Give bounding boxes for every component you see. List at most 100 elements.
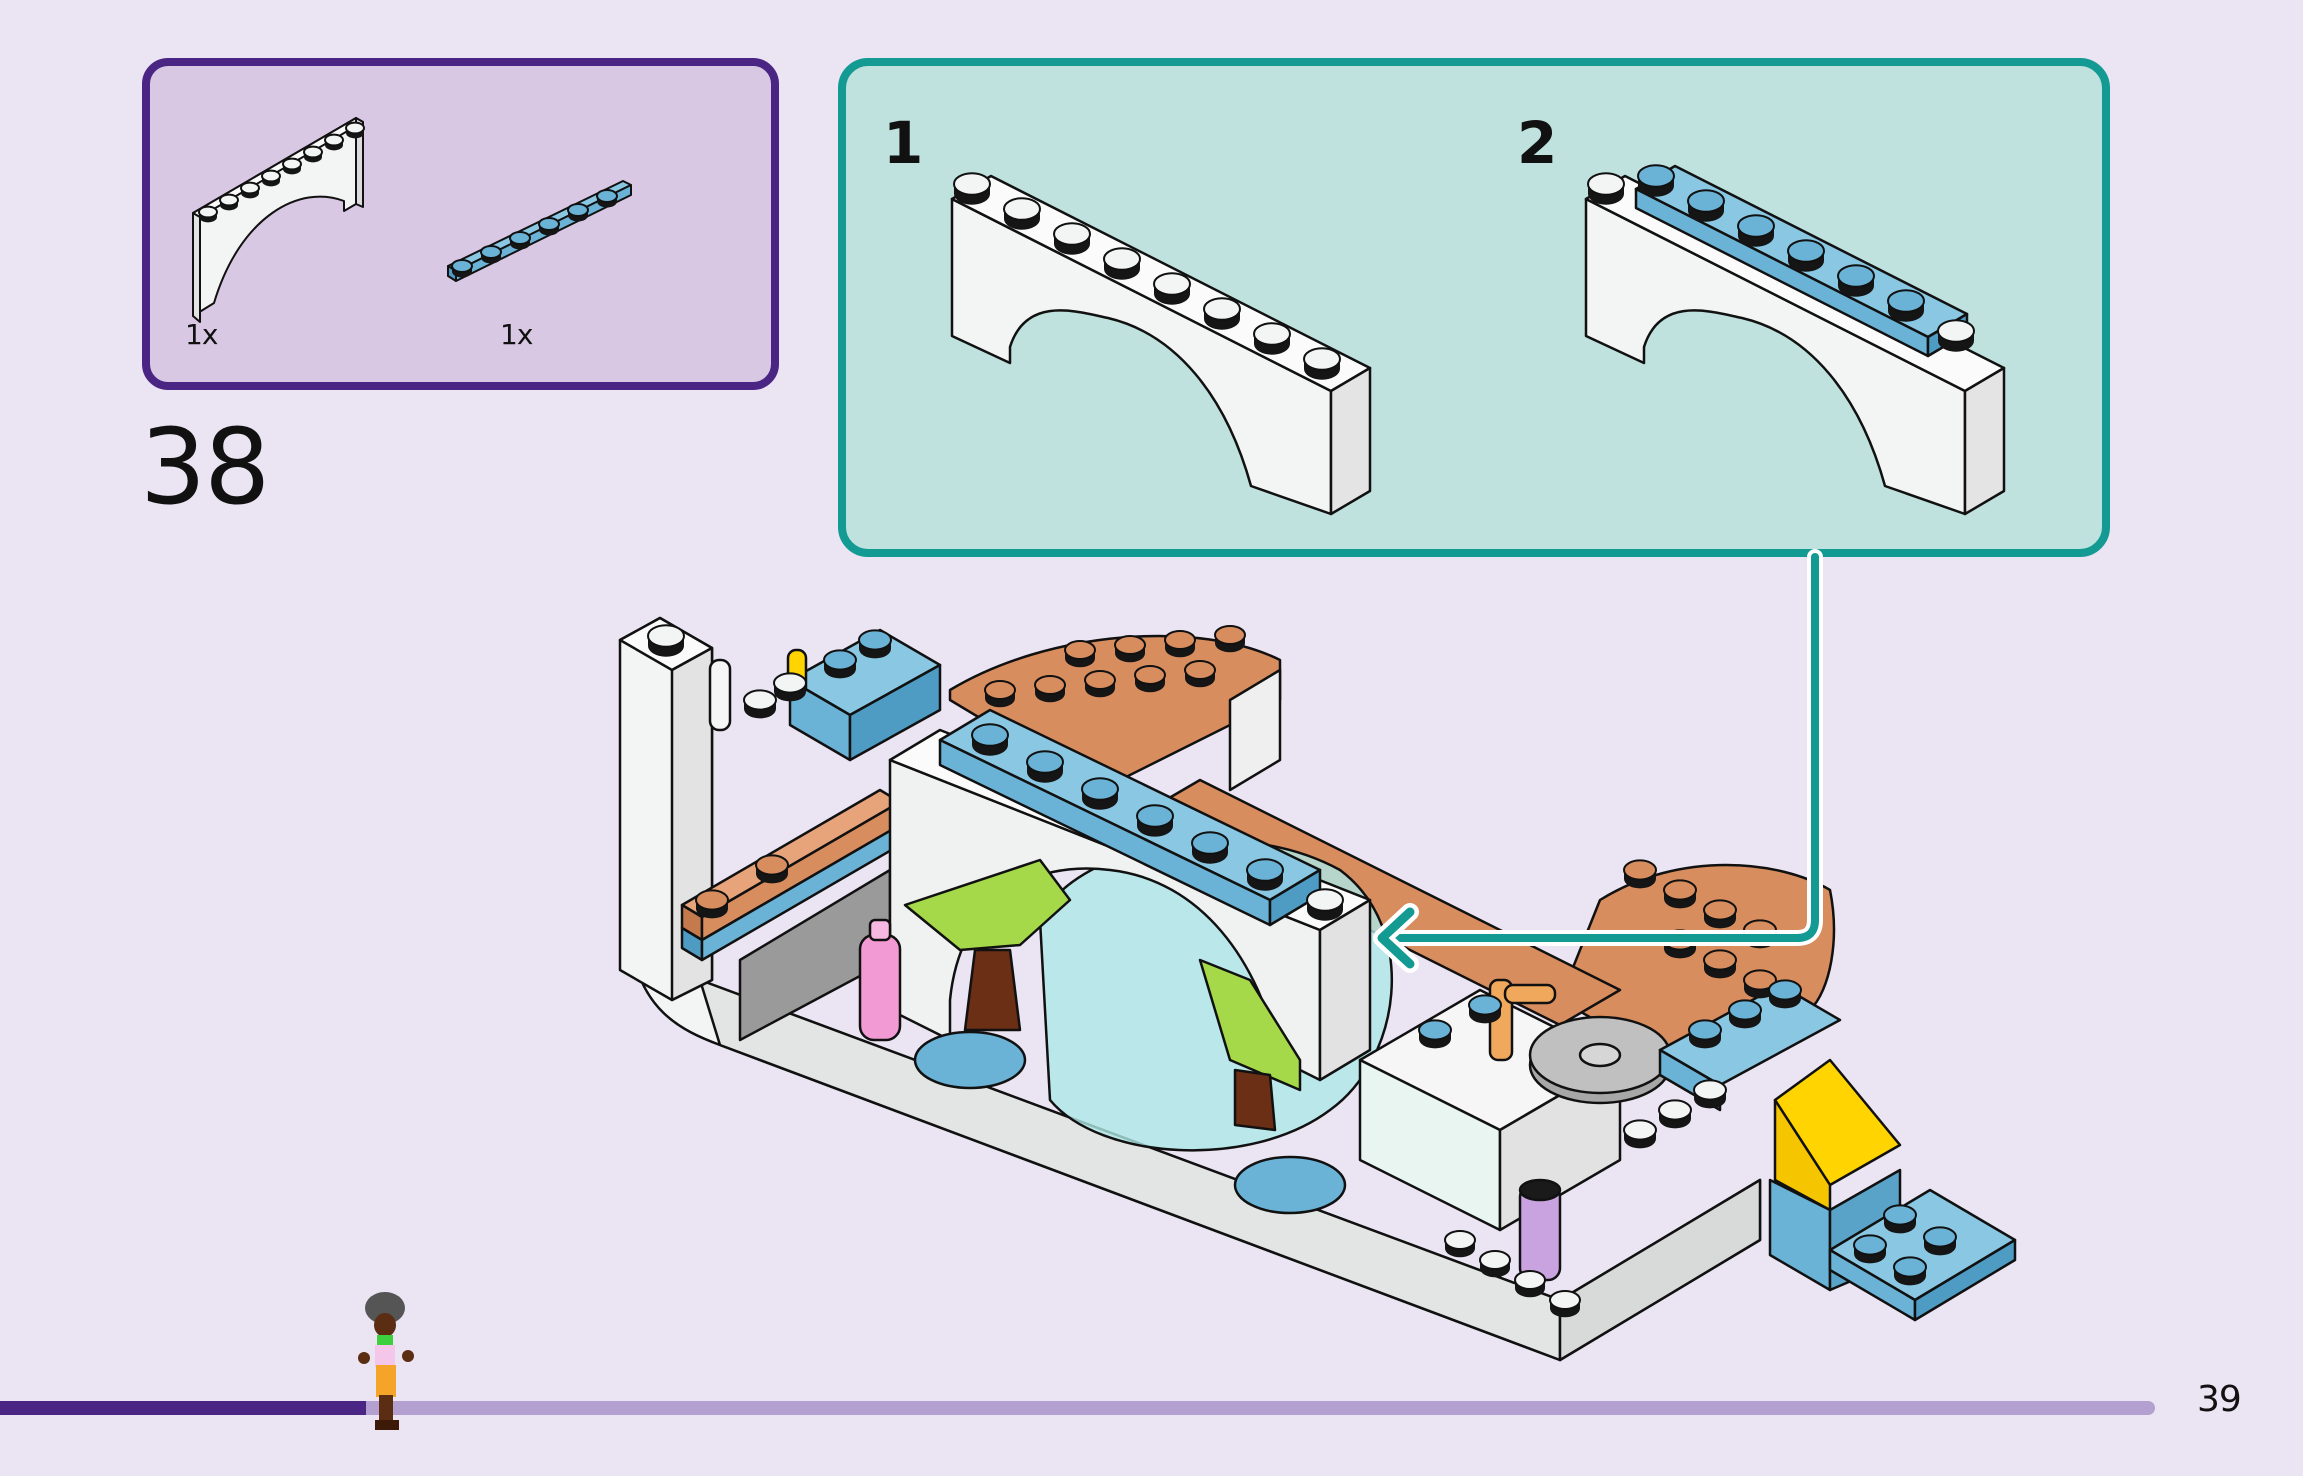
stud	[1084, 670, 1116, 698]
stud	[1064, 640, 1096, 668]
plate-stud	[1887, 289, 1925, 322]
arch-stud	[303, 145, 323, 163]
arch-stud	[1203, 297, 1241, 330]
plate-stud	[1737, 214, 1775, 247]
sub-step-label-2: 2	[1517, 109, 1558, 177]
arch-stud	[1253, 322, 1291, 355]
stud	[1246, 858, 1284, 891]
plate-stud	[596, 189, 618, 208]
stud	[1034, 675, 1066, 703]
stud	[743, 689, 777, 719]
stud	[1728, 999, 1762, 1029]
plate-stud	[1837, 264, 1875, 297]
stud	[1688, 1019, 1722, 1049]
stud	[1444, 1230, 1476, 1258]
plate-stud	[567, 203, 589, 222]
arch-stud	[219, 193, 239, 211]
progress-fill	[0, 1401, 367, 1415]
stud	[858, 629, 892, 659]
arch-stud	[1937, 319, 1975, 352]
white-bar	[708, 658, 732, 732]
blue-round-base-right	[1233, 1155, 1347, 1215]
arch-stud	[345, 121, 365, 139]
stud	[695, 889, 729, 919]
yellow-slope	[1773, 1058, 1902, 1212]
stud	[1468, 994, 1502, 1024]
stud	[1191, 831, 1229, 864]
plate-stud	[1687, 189, 1725, 222]
stud	[1136, 804, 1174, 837]
stud	[1134, 665, 1166, 693]
arrow-left-icon	[1373, 903, 1419, 973]
progress-bar	[0, 1401, 2155, 1415]
stud	[647, 624, 685, 657]
lime-plant-left	[903, 858, 1072, 1032]
arch-stud	[261, 169, 281, 187]
arch-stud	[1303, 347, 1341, 380]
stud	[1663, 879, 1697, 909]
arch-stud	[1153, 272, 1191, 305]
arch-stud	[240, 181, 260, 199]
arch-stud	[953, 172, 991, 205]
step-number: 38	[140, 406, 270, 528]
stud	[1658, 1099, 1692, 1129]
part-quantity-plate: 1x	[500, 318, 533, 351]
plate-stud	[538, 217, 560, 236]
stud	[1703, 899, 1737, 929]
stud	[1693, 1079, 1727, 1109]
stud	[1114, 635, 1146, 663]
stud	[1214, 625, 1246, 653]
stud	[1081, 777, 1119, 810]
blue-brick-back	[788, 628, 942, 762]
part-white-arch-studs	[198, 121, 365, 223]
blue-plate-right	[1828, 1188, 2017, 1322]
minifigure-icon	[358, 1292, 414, 1430]
stud	[1743, 969, 1777, 999]
sub-step-2-studs	[1587, 164, 1975, 352]
stud	[1623, 859, 1657, 889]
arch-stud	[1053, 222, 1091, 255]
stud	[1184, 660, 1216, 688]
sub-step-label-1: 1	[883, 109, 924, 177]
stud	[1026, 750, 1064, 783]
gray-turntable	[1528, 1015, 1672, 1105]
plate-stud	[1787, 239, 1825, 272]
stud	[1514, 1270, 1546, 1298]
tan-plate-left	[680, 788, 902, 962]
page-number: 39	[2197, 1379, 2242, 1420]
arch-stud	[198, 205, 218, 223]
plate-stud	[480, 245, 502, 264]
lime-plant-right	[1198, 958, 1302, 1132]
plate-stud	[1637, 164, 1675, 197]
part-white-arch	[192, 117, 364, 323]
stud	[773, 672, 807, 702]
part-quantity-arch: 1x	[185, 318, 218, 351]
callout-connector	[1377, 549, 1823, 946]
stud	[1479, 1250, 1511, 1278]
arch-stud	[1003, 197, 1041, 230]
plate-stud	[451, 259, 473, 278]
plate-stud	[509, 231, 531, 250]
sub-step-box: 1 2	[838, 58, 2110, 557]
part-blue-plate-studs	[451, 189, 618, 278]
blue-round-base-left	[913, 1030, 1027, 1090]
arch-stud	[324, 133, 344, 151]
stud	[1549, 1290, 1581, 1318]
stud	[1768, 979, 1802, 1009]
stud	[984, 680, 1016, 708]
stud	[1164, 630, 1196, 658]
parts-list-box: 1x 1x	[142, 58, 779, 390]
stud	[1853, 1234, 1887, 1264]
stud	[1306, 888, 1344, 921]
stud	[823, 649, 857, 679]
arch-stud	[1587, 172, 1625, 205]
stud	[1623, 1119, 1657, 1149]
stud	[1883, 1204, 1917, 1234]
arch-stud	[282, 157, 302, 175]
stud	[1923, 1226, 1957, 1256]
lavender-cup	[1518, 1178, 1562, 1282]
stud	[1703, 949, 1737, 979]
sub-step-1-arch-studs	[953, 172, 1341, 380]
sub-step-illustrations	[950, 164, 2006, 516]
